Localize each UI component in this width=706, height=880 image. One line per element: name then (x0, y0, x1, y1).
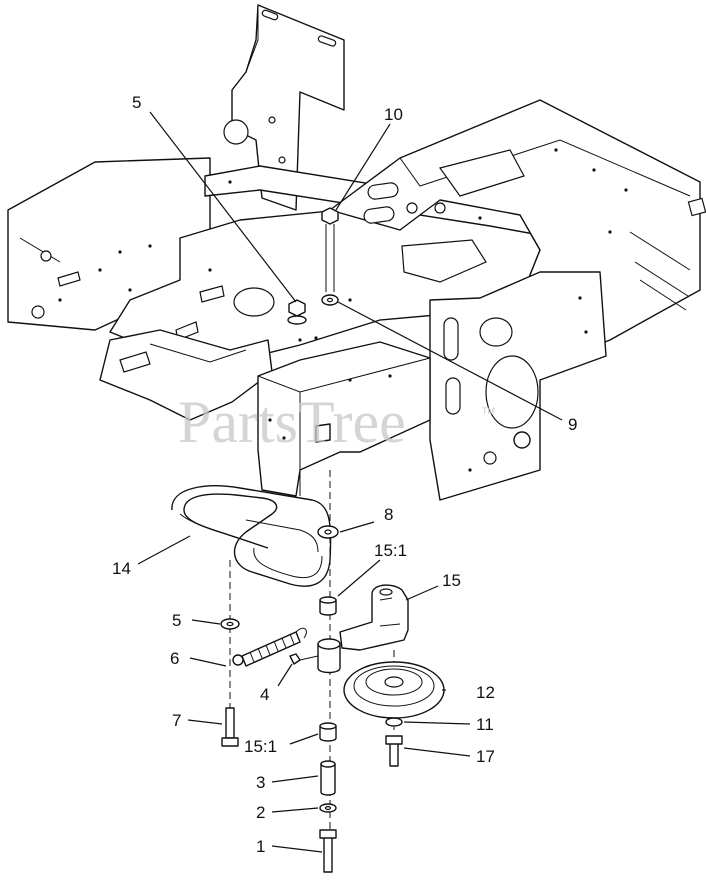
callout-11: 11 (476, 715, 494, 734)
shoulder-bolt-7 (225, 707, 235, 739)
hex-nut-10 (321, 207, 339, 225)
callout-17: 17 (476, 747, 495, 766)
callout-15-1-upper: 15:1 (374, 541, 407, 560)
watermark-trademark: TM (482, 406, 495, 416)
spring-assembly (220, 618, 307, 747)
callout-1: 1 (256, 837, 265, 856)
front-center-bracket (257, 341, 431, 497)
idler-pulley-group (343, 661, 445, 767)
pivot-stack (317, 525, 339, 873)
callout-15: 15 (442, 571, 461, 590)
callout-7: 7 (172, 711, 181, 730)
frame-hardware (287, 207, 339, 325)
belt-outer (171, 485, 332, 587)
extension-spring-6 (241, 631, 301, 667)
callout-12: 12 (476, 683, 495, 702)
bolt-1 (323, 835, 333, 873)
lock-nut-5-upper (288, 299, 306, 317)
watermark: PartsTree (178, 389, 406, 455)
spacer-3 (320, 763, 336, 796)
idler-pulley-12 (343, 661, 445, 719)
drive-belt (171, 485, 332, 587)
idler-arm (289, 584, 409, 674)
pivot-tube (317, 643, 341, 674)
callout-4: 4 (260, 685, 269, 704)
idler-arm-15 (339, 584, 409, 651)
callout-5-lower: 5 (172, 611, 181, 630)
callout-10: 10 (384, 105, 403, 124)
bushing-15-1-lower (319, 725, 337, 742)
callout-9: 9 (568, 415, 577, 434)
leader-lines (137, 111, 563, 853)
bushing-15-1-upper (319, 599, 337, 616)
callout-3: 3 (256, 773, 265, 792)
callout-14: 14 (112, 559, 131, 578)
washer-11 (385, 717, 403, 727)
callout-2: 2 (256, 803, 265, 822)
frame-assembly (7, 4, 706, 501)
callout-6: 6 (170, 649, 179, 668)
callout-8: 8 (384, 505, 393, 524)
callout-labels: 5 10 9 14 8 15:1 15 5 6 4 12 11 17 7 15:… (112, 93, 577, 856)
flange-bolt-17 (389, 741, 399, 767)
spring-anchor-pin-4 (289, 653, 301, 665)
callout-5-upper: 5 (132, 93, 141, 112)
callout-15-1-lower: 15:1 (244, 737, 277, 756)
